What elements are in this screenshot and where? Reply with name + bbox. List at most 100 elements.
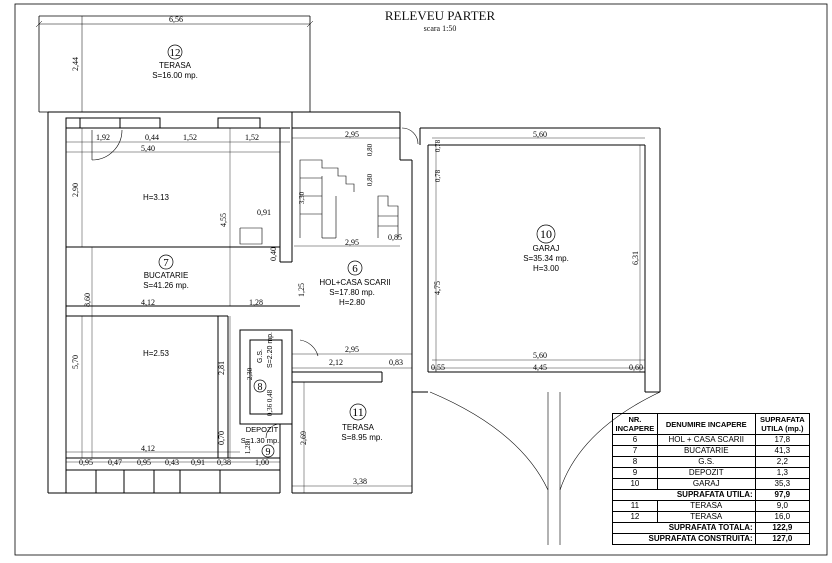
dimension-label: 1,00 [255,458,269,467]
dimension-label: 0,91 [191,458,205,467]
dimension-label: 2,81 [217,361,226,375]
dimension-label: 2,95 [345,130,359,139]
dimension-label: 4,45 [533,363,547,372]
dimension-label: 0,80 [366,143,374,156]
room-10-height: H=3.00 [533,264,560,273]
dimension-label: 4,75 [433,281,442,295]
dimension-label: 0,44 [145,133,159,142]
table-row: 10 GARAJ 35,3 [612,478,811,490]
room-10-number: 10 [540,227,552,241]
table-row: 8 G.S. 2,2 [612,456,811,468]
dimension-label: 0,60 [629,363,643,372]
dimension-label: 6,56 [169,15,183,24]
room-7-area: S=41.26 mp. [143,281,189,290]
dimension-label: 0,85 [388,233,402,242]
dimension-label: 4,12 [141,444,155,453]
header-nr: NR. INCAPERE [612,413,658,435]
room-11-name: TERASA [342,423,375,432]
room-number-markers [158,44,556,458]
dimension-label: 0,91 [257,208,271,217]
room-6-height: H=2.80 [339,298,366,307]
dimension-label: 3,30 [298,191,306,204]
useful-area-sum-row: SUPRAFATA UTILA: 97,9 [612,489,811,501]
room-9-number: 9 [266,447,271,458]
dimension-label: 0,95 [137,458,151,467]
dimension-label: 0,78 [434,169,442,182]
area-table-header: NR. INCAPERE DENUMIRE INCAPERE SUPRAFATA… [612,413,811,435]
dimension-label: 2,12 [329,358,343,367]
room-10-name: GARAJ [533,244,560,253]
dimension-label: 0,80 [366,173,374,186]
room-8-name: G.S. [257,349,264,363]
room-8-area: S=2.20 mp. [267,332,274,368]
dimension-label: 0,47 [108,458,122,467]
dimension-label: 0,43 [165,458,179,467]
room-10-area: S=35.34 mp. [523,254,569,263]
table-row: 7 BUCATARIE 41,3 [612,445,811,457]
dimension-label: 4,55 [219,213,228,227]
table-row: 11 TERASA 9,0 [612,500,811,512]
dimension-label: 0,40 [269,247,278,261]
height-upper: H=3.13 [143,193,170,202]
room-6-number: 6 [352,263,358,275]
room-7-name: BUCATARIE [144,271,189,280]
dimension-label: 0,78 [434,139,442,152]
dimension-label: 4,12 [141,298,155,307]
dimension-lines [66,128,645,493]
dimension-label: 8,60 [83,293,92,307]
doors [91,127,661,545]
dimension-label: 1,52 [183,133,197,142]
dimension-label: 2,69 [299,431,308,445]
room-7-number: 7 [163,257,169,269]
dimension-label: 1,52 [245,133,259,142]
area-table: NR. INCAPERE DENUMIRE INCAPERE SUPRAFATA… [612,413,811,545]
room-labels: 12 TERASA S=16.00 mp. 7 BUCATARIE S=41.2… [143,47,569,458]
dimension-label: 0,55 [431,363,445,372]
table-row: 12 TERASA 16,0 [612,511,811,523]
dimension-label: 1,25 [297,283,306,297]
dimension-label: 0,70 [217,431,226,445]
room-12-area: S=16.00 mp. [152,71,198,80]
drawing-scale: scara 1:50 [423,24,457,33]
room-12-name: TERASA [159,61,192,70]
header-name: DENUMIRE INCAPERE [656,413,756,435]
room-11-number: 11 [352,405,364,419]
room-9-area: S=1.30 mp. [241,436,280,445]
dimension-label: 5,70 [71,355,80,369]
dimension-label: 1,28 [244,441,252,454]
dimension-label: 0,83 [389,358,403,367]
height-lower: H=2.53 [143,349,170,358]
dimension-label: 0,38 [217,458,231,467]
table-row: 6 HOL + CASA SCARII 17,8 [612,434,811,446]
dimension-label: 0,48 [266,389,274,402]
staircase [239,159,399,245]
sheet-frame [14,3,828,556]
dimension-label: 6,31 [631,251,640,265]
dimension-label: 5,60 [533,351,547,360]
dimension-label: 0,95 [79,458,93,467]
dimension-label: 2,90 [71,183,80,197]
dimension-label: 2,44 [71,57,80,71]
room-9-name: DEPOZIT [246,425,279,434]
dimension-label: 5,40 [141,144,155,153]
total-area-sum-row: SUPRAFATA TOTALA: 122,9 [612,522,811,534]
room-8-number: 8 [258,382,263,393]
dimension-label: 0,36 [266,403,274,416]
room-12-number: 12 [170,47,181,59]
built-area-sum-row: SUPRAFATA CONSTRUITA: 127,0 [612,533,811,545]
dimension-label: 5,60 [533,130,547,139]
room-11-area: S=8.95 mp. [341,433,382,442]
dimension-label: 2,95 [345,238,359,247]
dimension-label: 1,92 [96,133,110,142]
dimension-label: 2,30 [246,367,254,380]
table-row: 9 DEPOZIT 1,3 [612,467,811,479]
room-6-name: HOL+CASA SCARII [319,278,390,287]
dimension-label: 1,28 [249,298,263,307]
dimension-label: 3,38 [353,477,367,486]
dimension-label: 2,95 [345,345,359,354]
header-area: SUPRAFATA UTILA (mp.) [754,413,811,435]
drawing-title: RELEVEU PARTER [384,8,496,23]
dimension-labels: 6,56 2,44 1,92 0,44 1,52 1,52 5,40 2,90 … [71,15,643,486]
room-6-area: S=17.80 mp. [329,288,375,297]
